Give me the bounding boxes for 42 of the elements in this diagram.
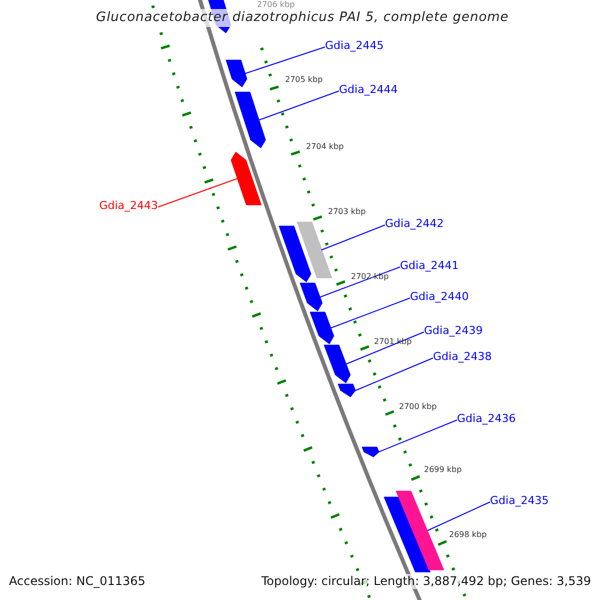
- gene-feature: [234, 91, 267, 149]
- gene-label: Gdia_2443: [99, 199, 158, 213]
- leader-line: [320, 224, 386, 250]
- gene-feature: [299, 282, 324, 312]
- scale-label: 2700 kbp: [399, 402, 437, 412]
- gene-label: Gdia_2441: [400, 259, 459, 273]
- gene-label: Gdia_2445: [325, 39, 384, 53]
- leader-line: [158, 178, 238, 208]
- gene-label: Gdia_2444: [339, 83, 398, 97]
- leader-line: [378, 420, 458, 452]
- scale-label: 2699 kbp: [424, 465, 462, 475]
- leader-line: [330, 298, 410, 328]
- gene-feature: [308, 311, 335, 345]
- leader-line: [244, 46, 326, 74]
- gene-feature: [360, 446, 380, 458]
- gene-feature: [224, 59, 248, 88]
- gene-label: Gdia_2442: [385, 217, 444, 231]
- leader-line: [354, 358, 434, 391]
- gene-feature: [323, 344, 352, 384]
- gene-feature: [395, 490, 446, 571]
- gene-label: Gdia_2440: [410, 290, 469, 304]
- gene-feature: [230, 151, 263, 206]
- leader-line: [258, 90, 340, 120]
- scale-label: 2703 kbp: [328, 207, 366, 217]
- gene-feature: [296, 221, 332, 279]
- gene-label: Gdia_2436: [457, 412, 516, 426]
- scale-label: 2704 kbp: [306, 142, 344, 152]
- gene-feature: [336, 383, 356, 398]
- scale-label: 2706 kbp: [257, 0, 295, 10]
- gene-feature: [278, 225, 312, 283]
- leader-line: [346, 332, 424, 364]
- genome-summary: Topology: circular; Length: 3,887,492 bp; Genes: 3,539: [261, 574, 591, 589]
- gene-label: Gdia_2435: [490, 494, 549, 508]
- gene-feature: [382, 496, 432, 573]
- gene-label: Gdia_2439: [424, 324, 483, 338]
- gene-label: Gdia_2438: [433, 350, 492, 364]
- scale-label: 2698 kbp: [449, 530, 487, 540]
- scale-label: 2705 kbp: [285, 75, 323, 85]
- accession-text: Accession: NC_011365: [9, 574, 146, 589]
- scale-label: 2702 kbp: [351, 272, 389, 282]
- leader-line: [320, 266, 400, 298]
- leader-line: [427, 502, 490, 531]
